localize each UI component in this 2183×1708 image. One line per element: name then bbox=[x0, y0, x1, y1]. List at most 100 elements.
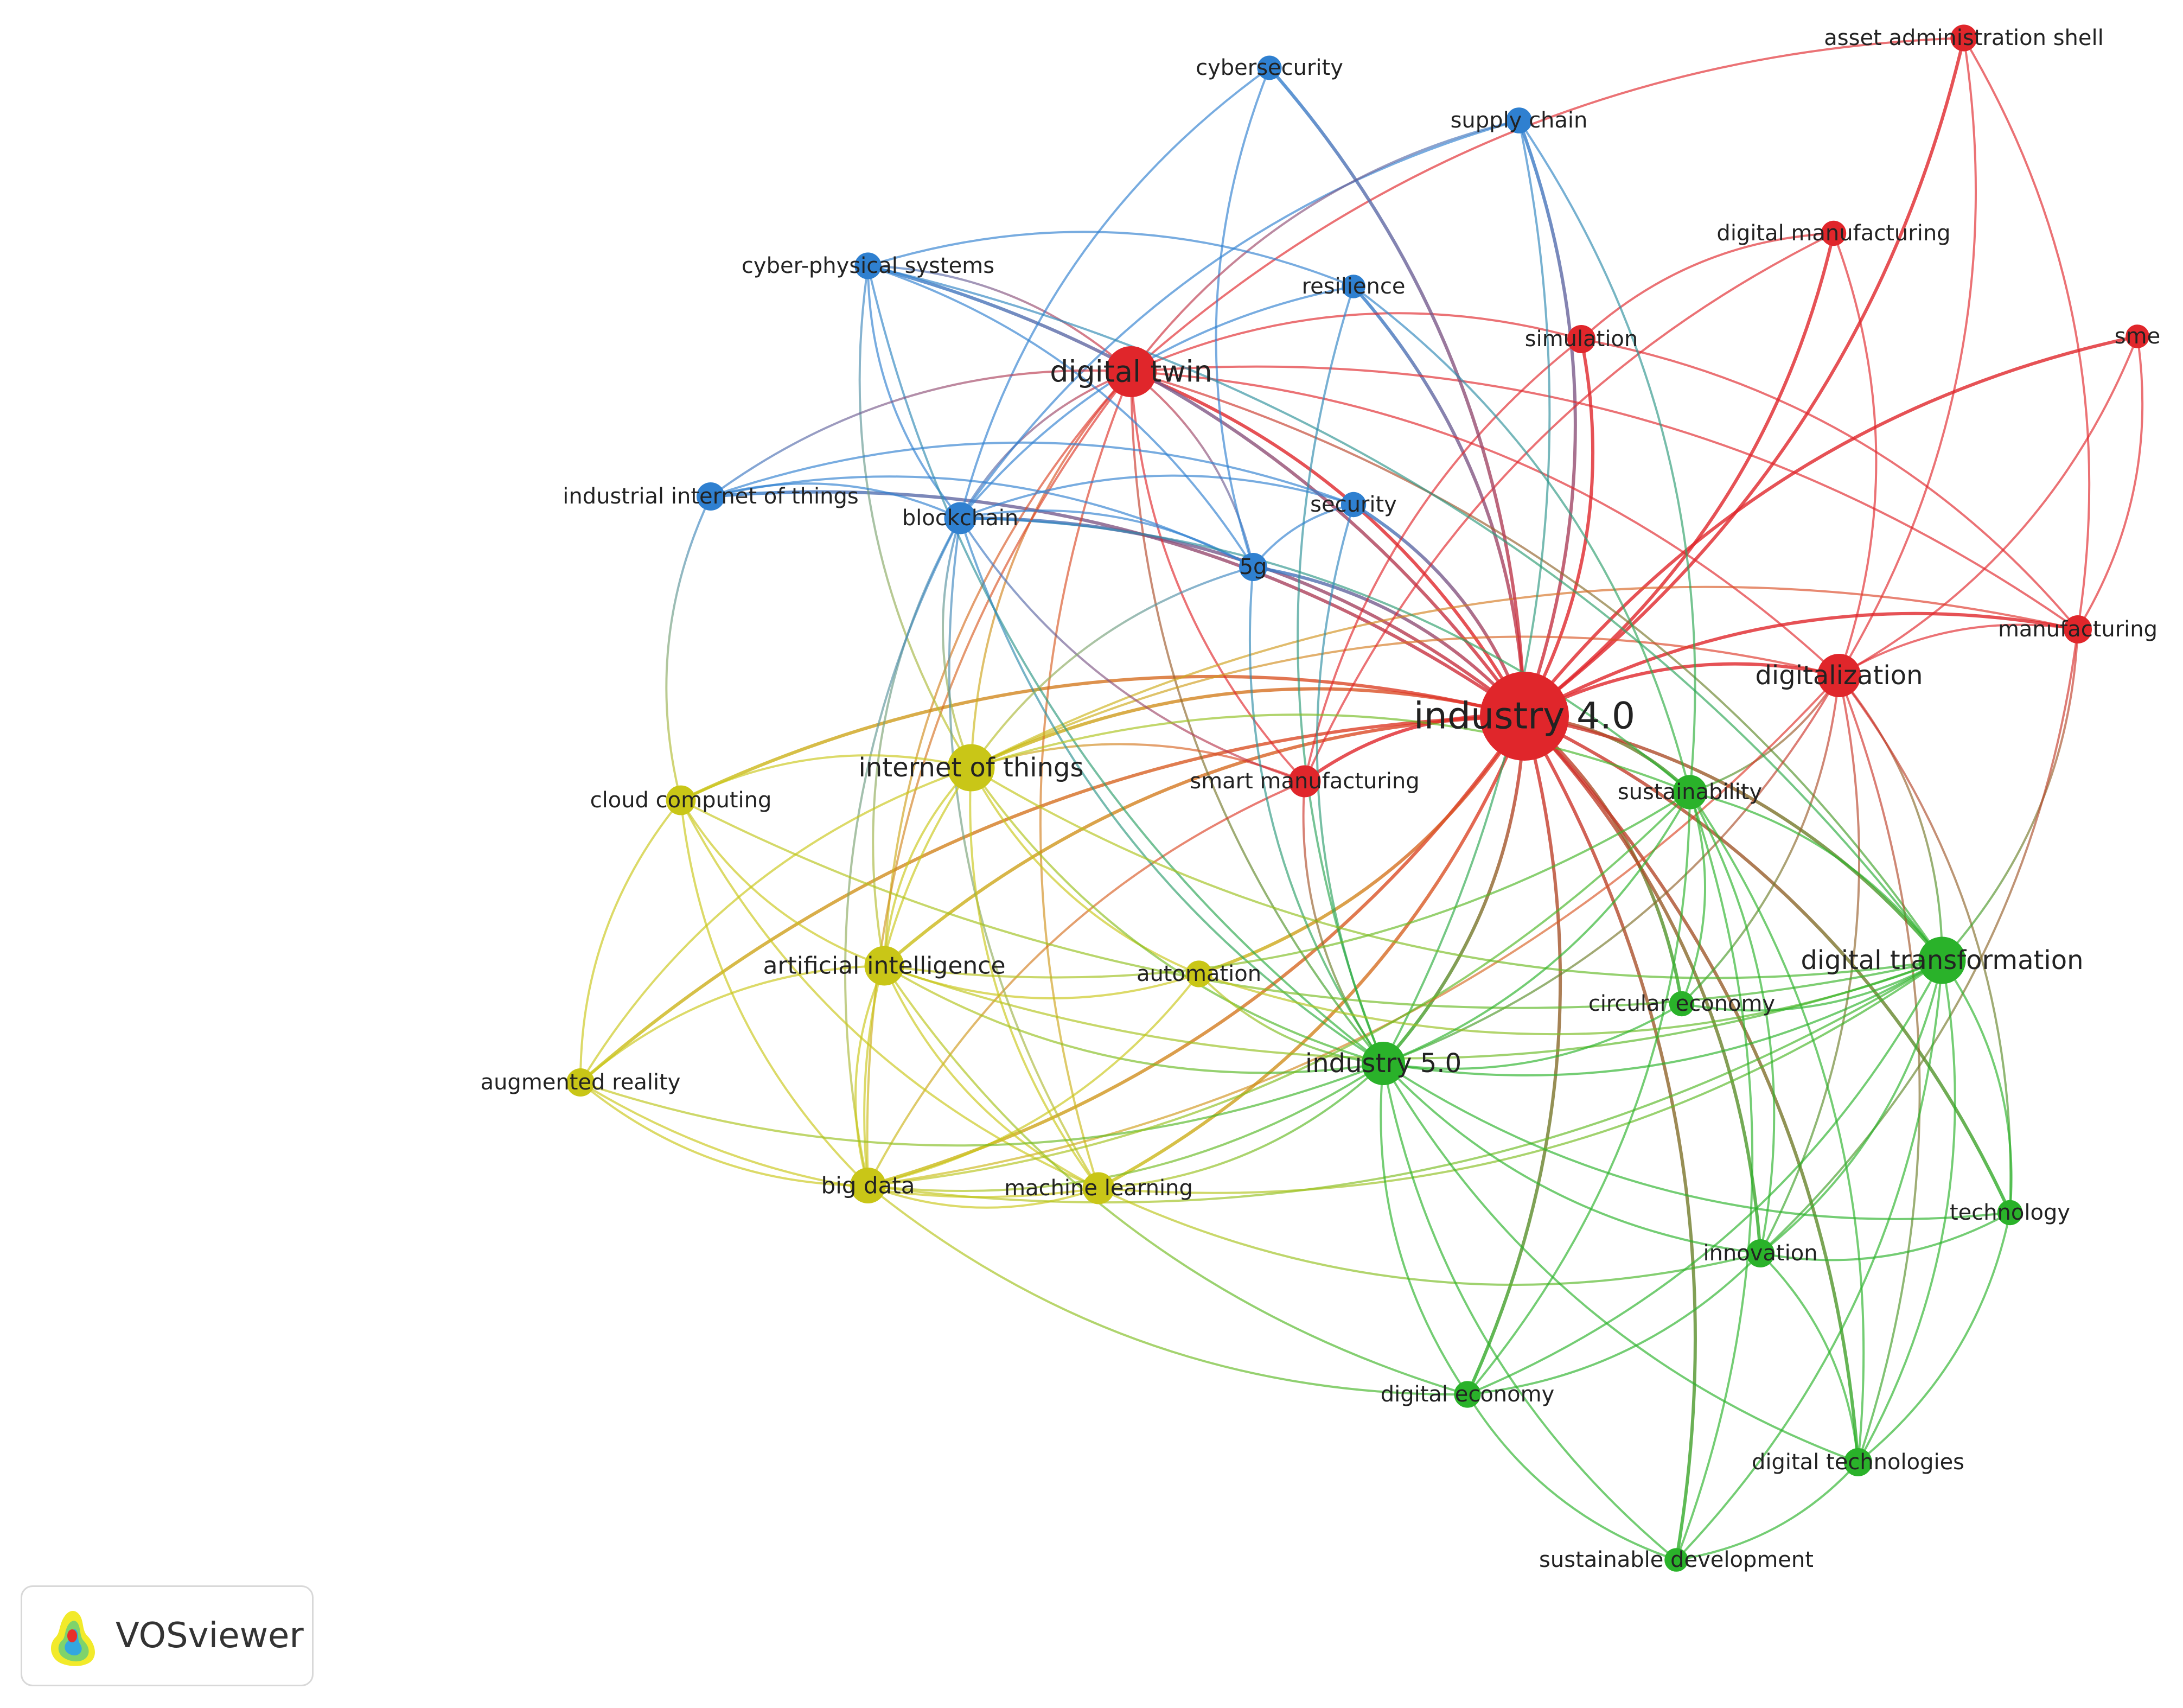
edge-resilience-sustainability bbox=[1352, 285, 1691, 793]
label-digital-technologies[interactable]: digital technologies bbox=[1752, 1450, 1964, 1475]
node-digital-twin[interactable] bbox=[1106, 346, 1157, 397]
vosviewer-title: VOSviewer bbox=[116, 1616, 304, 1656]
edge-automation-digital-transformation bbox=[1198, 959, 1943, 1036]
edge-technology-digital-technologies bbox=[1857, 1212, 2011, 1463]
node-sustainability[interactable] bbox=[1673, 775, 1707, 810]
edge-industry-4-0-industry-5-0 bbox=[1382, 716, 1526, 1065]
node-artificial-intelligence[interactable] bbox=[864, 946, 904, 986]
label-technology[interactable]: technology bbox=[1950, 1200, 2070, 1225]
node-sustainable-development[interactable] bbox=[1664, 1548, 1688, 1572]
node-machine-learning[interactable] bbox=[1082, 1172, 1115, 1204]
vosviewer-badge[interactable]: VOSviewer bbox=[21, 1585, 314, 1686]
label-machine-learning[interactable]: machine learning bbox=[1004, 1176, 1193, 1201]
edge-industry-4-0-simulation bbox=[1523, 339, 1595, 717]
label-digital-economy[interactable]: digital economy bbox=[1381, 1382, 1555, 1407]
node-digital-economy[interactable] bbox=[1454, 1381, 1481, 1408]
label-innovation[interactable]: innovation bbox=[1703, 1241, 1817, 1266]
node-augmented-reality[interactable] bbox=[566, 1068, 595, 1097]
node-blockchain[interactable] bbox=[944, 502, 976, 534]
edge-big-data-digital-transformation bbox=[867, 959, 1943, 1204]
label-artificial-intelligence[interactable]: artificial intelligence bbox=[763, 952, 1005, 980]
label-internet-of-things[interactable]: internet of things bbox=[858, 753, 1083, 783]
edge-industry-5-0-digital-economy bbox=[1380, 1063, 1469, 1395]
label-big-data[interactable]: big data bbox=[821, 1172, 915, 1199]
label-digital-manufacturing[interactable]: digital manufacturing bbox=[1716, 221, 1950, 246]
edge-internet-of-things-automation bbox=[970, 767, 1199, 975]
label-simulation[interactable]: simulation bbox=[1525, 327, 1638, 352]
node-cyber-physical-systems[interactable] bbox=[854, 252, 882, 279]
label-sustainable-development[interactable]: sustainable development bbox=[1539, 1547, 1814, 1572]
edge-big-data-industry-5-0 bbox=[867, 1062, 1384, 1192]
label-security[interactable]: security bbox=[1310, 492, 1397, 517]
edge-digital-twin-cyber-physical-systems bbox=[867, 265, 1132, 373]
edge-industry-5-0-technology bbox=[1382, 1062, 2010, 1220]
node-industrial-internet-of-things[interactable] bbox=[697, 482, 725, 511]
edge-security-5g bbox=[1252, 504, 1354, 568]
label-automation[interactable]: automation bbox=[1137, 961, 1261, 986]
label-5g[interactable]: 5g bbox=[1240, 555, 1267, 579]
node-digital-transformation[interactable] bbox=[1918, 936, 1966, 984]
label-resilience[interactable]: resilience bbox=[1302, 274, 1406, 299]
edge-cloud-computing-augmented-reality bbox=[579, 799, 682, 1083]
node-cybersecurity[interactable] bbox=[1257, 55, 1282, 80]
edge-artificial-intelligence-machine-learning bbox=[883, 965, 1099, 1189]
node-digital-manufacturing[interactable] bbox=[1821, 220, 1847, 246]
label-cybersecurity[interactable]: cybersecurity bbox=[1196, 55, 1343, 80]
label-digital-twin[interactable]: digital twin bbox=[1050, 355, 1212, 389]
label-cloud-computing[interactable]: cloud computing bbox=[590, 788, 772, 813]
edge-big-data-digital-economy bbox=[867, 1184, 1468, 1396]
vosviewer-logo-icon bbox=[50, 1610, 95, 1666]
edge-manufacturing-innovation bbox=[1759, 629, 2079, 1254]
edge-supply-chain-sustainability bbox=[1518, 119, 1696, 793]
node-smart-manufacturing[interactable] bbox=[1288, 765, 1321, 798]
node-digital-technologies[interactable] bbox=[1844, 1448, 1872, 1476]
edge-industry-4-0-innovation bbox=[1523, 715, 1762, 1254]
label-asset-administration-shell[interactable]: asset administration shell bbox=[1824, 26, 2104, 50]
node-asset-administration-shell[interactable] bbox=[1950, 24, 1977, 52]
node-innovation[interactable] bbox=[1746, 1239, 1775, 1267]
label-cyber-physical-systems[interactable]: cyber-physical systems bbox=[742, 253, 994, 278]
node-security[interactable] bbox=[1341, 492, 1367, 518]
node-resilience[interactable] bbox=[1342, 275, 1365, 298]
node-technology[interactable] bbox=[1997, 1200, 2023, 1226]
edge-digitalization-technology bbox=[1838, 674, 2012, 1213]
node-cloud-computing[interactable] bbox=[666, 785, 696, 815]
label-digital-transformation[interactable]: digital transformation bbox=[1801, 945, 2083, 976]
label-industry-5-0[interactable]: industry 5.0 bbox=[1305, 1048, 1461, 1079]
edge-internet-of-things-augmented-reality bbox=[579, 767, 972, 1084]
edge-cyber-physical-systems-5g bbox=[867, 265, 1254, 568]
node-simulation[interactable] bbox=[1567, 325, 1595, 353]
node-industry-4-0[interactable] bbox=[1480, 672, 1569, 761]
node-big-data[interactable] bbox=[850, 1168, 886, 1203]
node-supply-chain[interactable] bbox=[1506, 107, 1532, 133]
edge-supply-chain-industry-5-0 bbox=[1382, 120, 1551, 1064]
node-digitalization[interactable] bbox=[1817, 654, 1861, 697]
label-sustainability[interactable]: sustainability bbox=[1618, 780, 1762, 805]
edge-digital-transformation-industry-5-0 bbox=[1383, 959, 1943, 1077]
edge-manufacturing-internet-of-things bbox=[971, 585, 2078, 769]
edge-5g-internet-of-things bbox=[970, 566, 1254, 769]
label-circular-economy[interactable]: circular economy bbox=[1588, 991, 1775, 1016]
label-supply-chain[interactable]: supply chain bbox=[1451, 108, 1588, 133]
label-smart-manufacturing[interactable]: smart manufacturing bbox=[1190, 769, 1419, 794]
edge-industry-5-0-sustainable-development bbox=[1382, 1063, 1677, 1561]
label-industry-4-0[interactable]: industry 4.0 bbox=[1414, 695, 1635, 738]
label-sme[interactable]: sme bbox=[2115, 324, 2160, 349]
node-industry-5-0[interactable] bbox=[1362, 1042, 1405, 1085]
node-5g[interactable] bbox=[1239, 553, 1267, 581]
label-manufacturing[interactable]: manufacturing bbox=[1998, 617, 2158, 642]
node-sme[interactable] bbox=[2125, 324, 2149, 348]
label-industrial-internet-of-things[interactable]: industrial internet of things bbox=[563, 484, 859, 509]
label-blockchain[interactable]: blockchain bbox=[902, 506, 1018, 531]
edge-smart-manufacturing-digital-manufacturing bbox=[1304, 232, 1834, 782]
edge-digital-transformation-sustainable-development bbox=[1675, 960, 1943, 1561]
edge-industry-4-0-artificial-intelligence bbox=[883, 715, 1525, 967]
label-augmented-reality[interactable]: augmented reality bbox=[481, 1070, 681, 1095]
node-automation[interactable] bbox=[1185, 960, 1212, 987]
node-circular-economy[interactable] bbox=[1669, 991, 1695, 1017]
node-internet-of-things[interactable] bbox=[947, 744, 995, 792]
edge-digitalization-industry-5-0 bbox=[1383, 675, 1840, 1065]
label-digitalization[interactable]: digitalization bbox=[1755, 660, 1923, 691]
node-manufacturing[interactable] bbox=[2064, 615, 2092, 643]
